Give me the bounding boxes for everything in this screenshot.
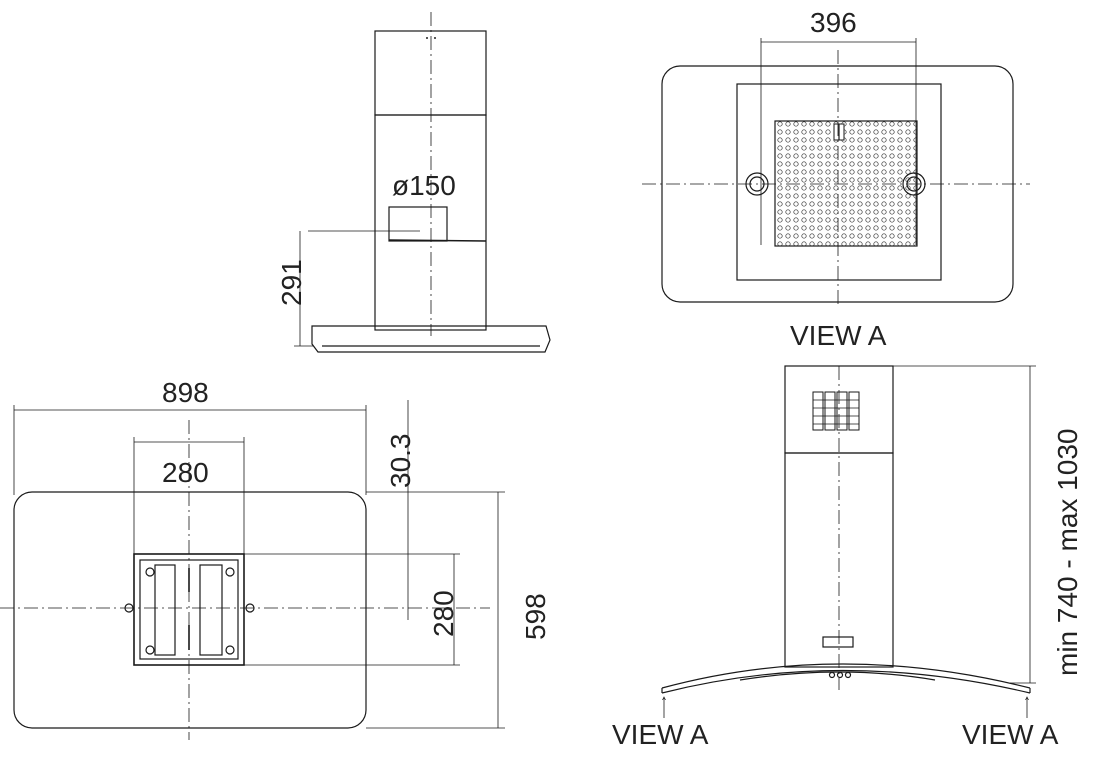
dim-396: 396 [810, 7, 857, 38]
view-a-label-right: VIEW A [962, 719, 1059, 750]
dim-duct-diameter: ø150 [392, 170, 456, 201]
underside-view: 396 VIEW A [642, 7, 1030, 351]
dim-598: 598 [520, 593, 551, 640]
duct-outlet [388, 206, 448, 242]
view-a-label-left: VIEW A [612, 719, 709, 750]
dim-898: 898 [162, 377, 209, 408]
vent-grille [812, 391, 860, 431]
top-view: 898 280 30.3 280 598 [0, 377, 551, 740]
side-view: 291 ø150 [276, 12, 551, 353]
dim-291: 291 [276, 259, 307, 306]
grease-filter [774, 120, 918, 247]
dim-280-vertical: 280 [428, 590, 459, 637]
dim-chimney-height: min 740 - max 1030 [1052, 429, 1083, 676]
front-view: min 740 - max 1030 VIEW A VIEW A [612, 365, 1083, 750]
dim-30-3: 30.3 [385, 434, 416, 489]
view-a-label: VIEW A [790, 320, 887, 351]
dim-280-horizontal: 280 [162, 457, 209, 488]
